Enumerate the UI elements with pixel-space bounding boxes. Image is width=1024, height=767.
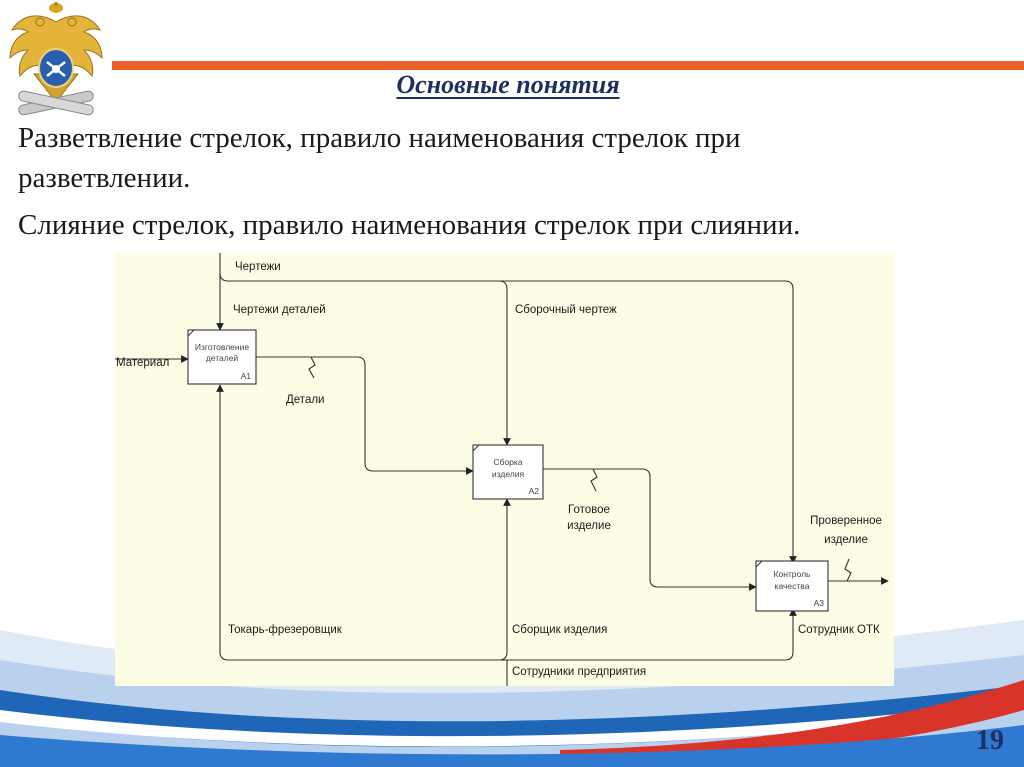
- slide-title: Основные понятия: [396, 70, 620, 99]
- box-a2-code: А2: [529, 486, 540, 496]
- paragraph-branching: Разветвление стрелок, правило наименован…: [18, 122, 741, 194]
- idef0-diagram: Изготовление деталей А1 Сборка изделия А…: [115, 253, 894, 686]
- arrow-label-part-drawings: Чертежи деталей: [233, 304, 326, 316]
- box-a3-label-line2: качества: [775, 581, 810, 591]
- arrow-label-material: Материал: [116, 357, 169, 369]
- box-a3-label-line1: Контроль: [774, 569, 811, 579]
- box-a3: Контроль качества А3: [755, 560, 829, 612]
- arrow-label-staff: Сотрудники предприятия: [512, 666, 646, 678]
- arrow-label-assembly-drawing: Сборочный чертеж: [515, 304, 617, 316]
- arrow-label-checked-line1: Проверенное: [810, 515, 882, 527]
- arrow-label-turner: Токарь-фрезеровщик: [228, 624, 343, 636]
- header-accent-bar: [112, 61, 1024, 70]
- box-a3-code: А3: [814, 598, 825, 608]
- arrow-label-otk: Сотрудник ОТК: [798, 624, 880, 636]
- box-a1: Изготовление деталей А1: [187, 329, 257, 385]
- arrow-label-finished-line1: Готовое: [568, 504, 610, 516]
- arrow-label-drawings: Чертежи: [235, 261, 281, 273]
- box-a2-label-line2: изделия: [492, 469, 525, 479]
- arrow-label-checked-line2: изделие: [824, 534, 868, 546]
- paragraph-merging: Слияние стрелок, правило наименования ст…: [18, 209, 801, 241]
- box-a1-label-line2: деталей: [206, 353, 239, 363]
- box-a2-label-line1: Сборка: [493, 457, 522, 467]
- arrow-label-parts: Детали: [286, 394, 324, 406]
- box-a1-code: А1: [241, 371, 252, 381]
- idef0-diagram-canvas: Изготовление деталей А1 Сборка изделия А…: [115, 253, 889, 686]
- box-a2: Сборка изделия А2: [472, 444, 544, 500]
- box-a1-label-line1: Изготовление: [195, 342, 249, 352]
- page-number: 19: [976, 725, 1004, 756]
- arrow-label-finished-line2: изделие: [567, 520, 611, 532]
- arrow-label-assembler: Сборщик изделия: [512, 624, 607, 636]
- eagle-emblem-logo: [9, 2, 103, 116]
